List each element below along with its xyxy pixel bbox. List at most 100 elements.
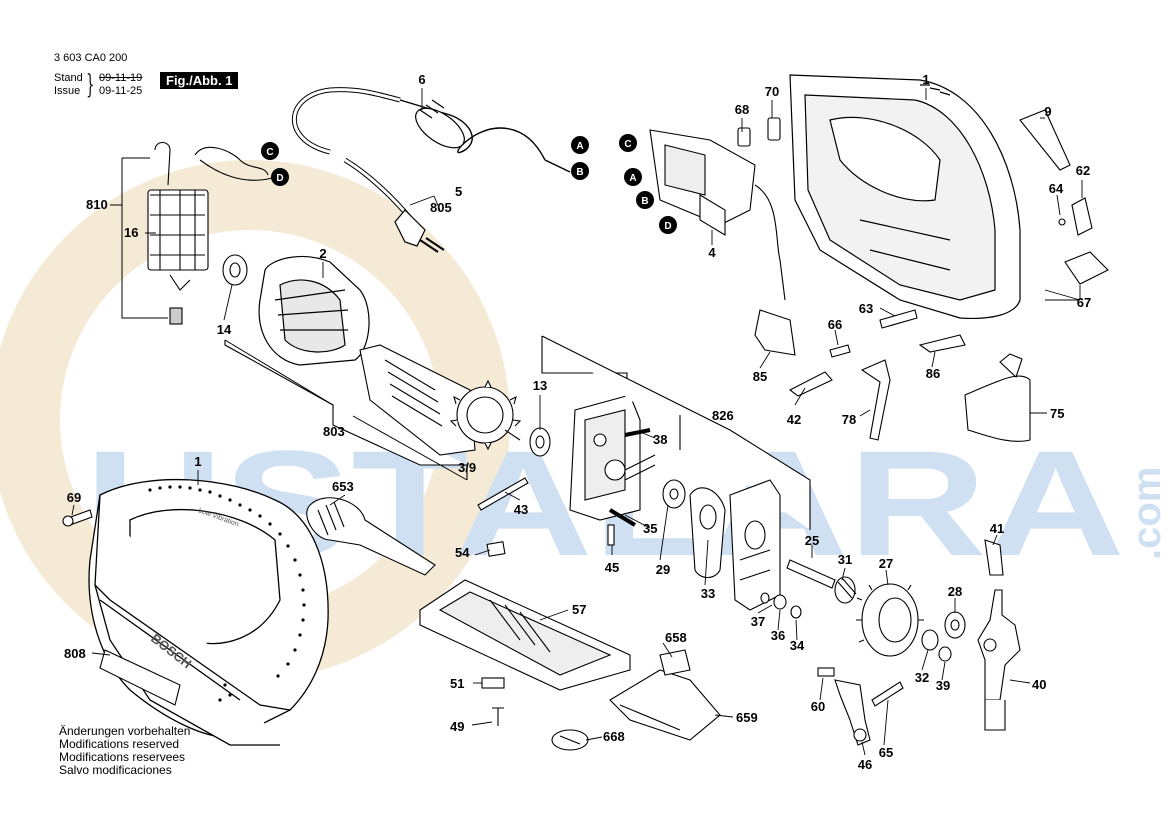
part-label-658: 658 (665, 630, 687, 645)
part-label-46: 46 (858, 757, 872, 772)
part-label-67: 67 (1077, 295, 1091, 310)
watermark-suffix: .com (1125, 467, 1168, 560)
part-label-39: 39 (936, 678, 950, 693)
strip-808 (99, 649, 181, 706)
svg-text:C: C (266, 147, 273, 158)
part-label-5: 5 (455, 184, 462, 199)
plunger-653 (306, 497, 436, 576)
part-label-31: 31 (838, 552, 852, 567)
part-label-1-left: 1 (194, 454, 201, 469)
brace-icon: } (86, 70, 95, 100)
svg-text:A: A (629, 173, 636, 184)
part-label-51: 51 (450, 676, 464, 691)
part-label-16: 16 (124, 225, 138, 240)
part-label-6: 6 (418, 72, 425, 87)
stand-label: Stand (54, 72, 83, 84)
svg-text:B: B (641, 196, 648, 207)
guard-659 (551, 649, 721, 751)
issue-label: Issue (54, 85, 81, 97)
bearing-14 (222, 254, 468, 480)
part-label-810: 810 (86, 197, 108, 212)
connector-A-icon (571, 136, 589, 154)
screw-69 (62, 509, 93, 527)
pin-rods (477, 477, 615, 546)
washer-29 (662, 479, 686, 509)
part-label-9: 9 (1044, 104, 1051, 119)
connector-D-icon (659, 216, 677, 234)
part-label-32: 32 (915, 670, 929, 685)
part-label-668: 668 (603, 729, 625, 744)
part-label-40: 40 (1032, 677, 1046, 692)
part-label-86: 86 (926, 366, 940, 381)
part-label-33: 33 (701, 586, 715, 601)
connector-B-icon (571, 162, 589, 180)
connector-C-icon (261, 142, 279, 160)
part-label-803: 803 (323, 424, 345, 439)
connector-badges: C D A B C A B D (261, 134, 677, 234)
connector-A-icon (624, 168, 642, 186)
part-label-63: 63 (859, 301, 873, 316)
part-label-14: 14 (217, 322, 232, 337)
small-parts-right (737, 109, 1109, 442)
part-label-29: 29 (656, 562, 670, 577)
part-labels: 6 5 805 2 14 810 16 803 3/9 13 38 826 43… (64, 72, 1091, 772)
document-number: 3 603 CA0 200 (54, 52, 128, 64)
part-label-64: 64 (1049, 181, 1064, 196)
part-label-78: 78 (842, 412, 856, 427)
part-label-75: 75 (1050, 406, 1064, 421)
part-label-13: 13 (533, 378, 547, 393)
leader-lines (71, 88, 1083, 756)
part-label-85: 85 (753, 369, 767, 384)
part-label-805: 805 (430, 200, 452, 215)
part-label-45: 45 (605, 560, 619, 575)
housing-half-1 (789, 74, 1021, 320)
part-label-36: 36 (771, 628, 785, 643)
power-cord (291, 87, 571, 253)
bracket-803 (224, 339, 468, 481)
svg-text:B: B (576, 167, 583, 178)
switch-assembly (147, 141, 273, 325)
part-label-65: 65 (879, 745, 893, 760)
svg-text:C: C (624, 139, 631, 150)
figure-label: Fig./Abb. 1 (160, 72, 239, 89)
part-label-60: 60 (811, 699, 825, 714)
connector-C-icon (619, 134, 637, 152)
part-label-2: 2 (319, 246, 326, 261)
part-label-34: 34 (790, 638, 805, 653)
gear-27 (786, 559, 966, 662)
part-label-1-right: 1 (922, 72, 929, 87)
lever-40 (977, 539, 1021, 731)
part-label-3-9: 3/9 (458, 460, 476, 475)
part-label-35: 35 (643, 521, 657, 536)
part-label-808: 808 (64, 646, 86, 661)
part-label-27: 27 (879, 556, 893, 571)
switch-4 (649, 129, 796, 356)
issue-date: 09-11-25 (99, 85, 143, 97)
part-label-66: 66 (828, 317, 842, 332)
part-label-42: 42 (787, 412, 801, 427)
armature-3-9 (359, 344, 551, 457)
stand-date: 09-11-19 (99, 72, 143, 84)
part-label-826: 826 (712, 408, 734, 423)
lever-46 (817, 667, 904, 746)
part-label-69: 69 (67, 490, 81, 505)
part-label-70: 70 (765, 84, 779, 99)
note-en: Modifications reserved (59, 737, 180, 751)
svg-text:D: D (276, 173, 283, 184)
part-label-25: 25 (805, 533, 819, 548)
part-label-37: 37 (751, 614, 765, 629)
jigsaw-body (88, 478, 329, 746)
part-label-43: 43 (514, 502, 528, 517)
svg-text:D: D (664, 221, 671, 232)
part-label-28: 28 (948, 584, 962, 599)
part-label-62: 62 (1076, 163, 1090, 178)
part-label-41: 41 (990, 521, 1004, 536)
part-label-38: 38 (653, 432, 667, 447)
part-label-57: 57 (572, 602, 586, 617)
note-fr: Modifications reservees (59, 750, 186, 764)
base-plate-57 (419, 541, 631, 726)
part-label-68: 68 (735, 102, 749, 117)
part-label-659: 659 (736, 710, 758, 725)
connector-D-icon (271, 168, 289, 186)
